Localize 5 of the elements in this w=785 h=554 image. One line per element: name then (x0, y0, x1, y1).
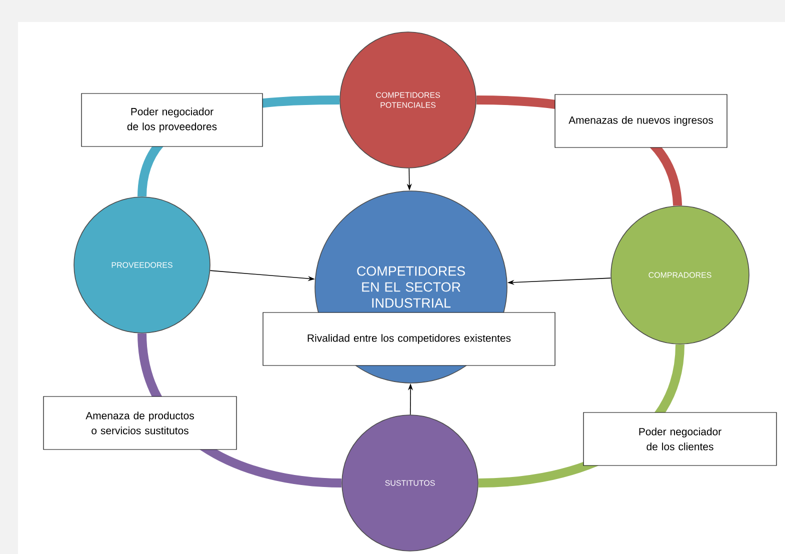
edge-label: Amenaza de productos o servicios sustitutos (43, 396, 237, 450)
edge-label: Poder negociador de los clientes (583, 412, 777, 466)
edge-label: Poder negociador de los proveedores (81, 93, 263, 147)
text-box: Rivalidad entre los competidores existentes (262, 312, 556, 366)
edge-label: Amenazas de nuevos ingresos (554, 94, 728, 148)
